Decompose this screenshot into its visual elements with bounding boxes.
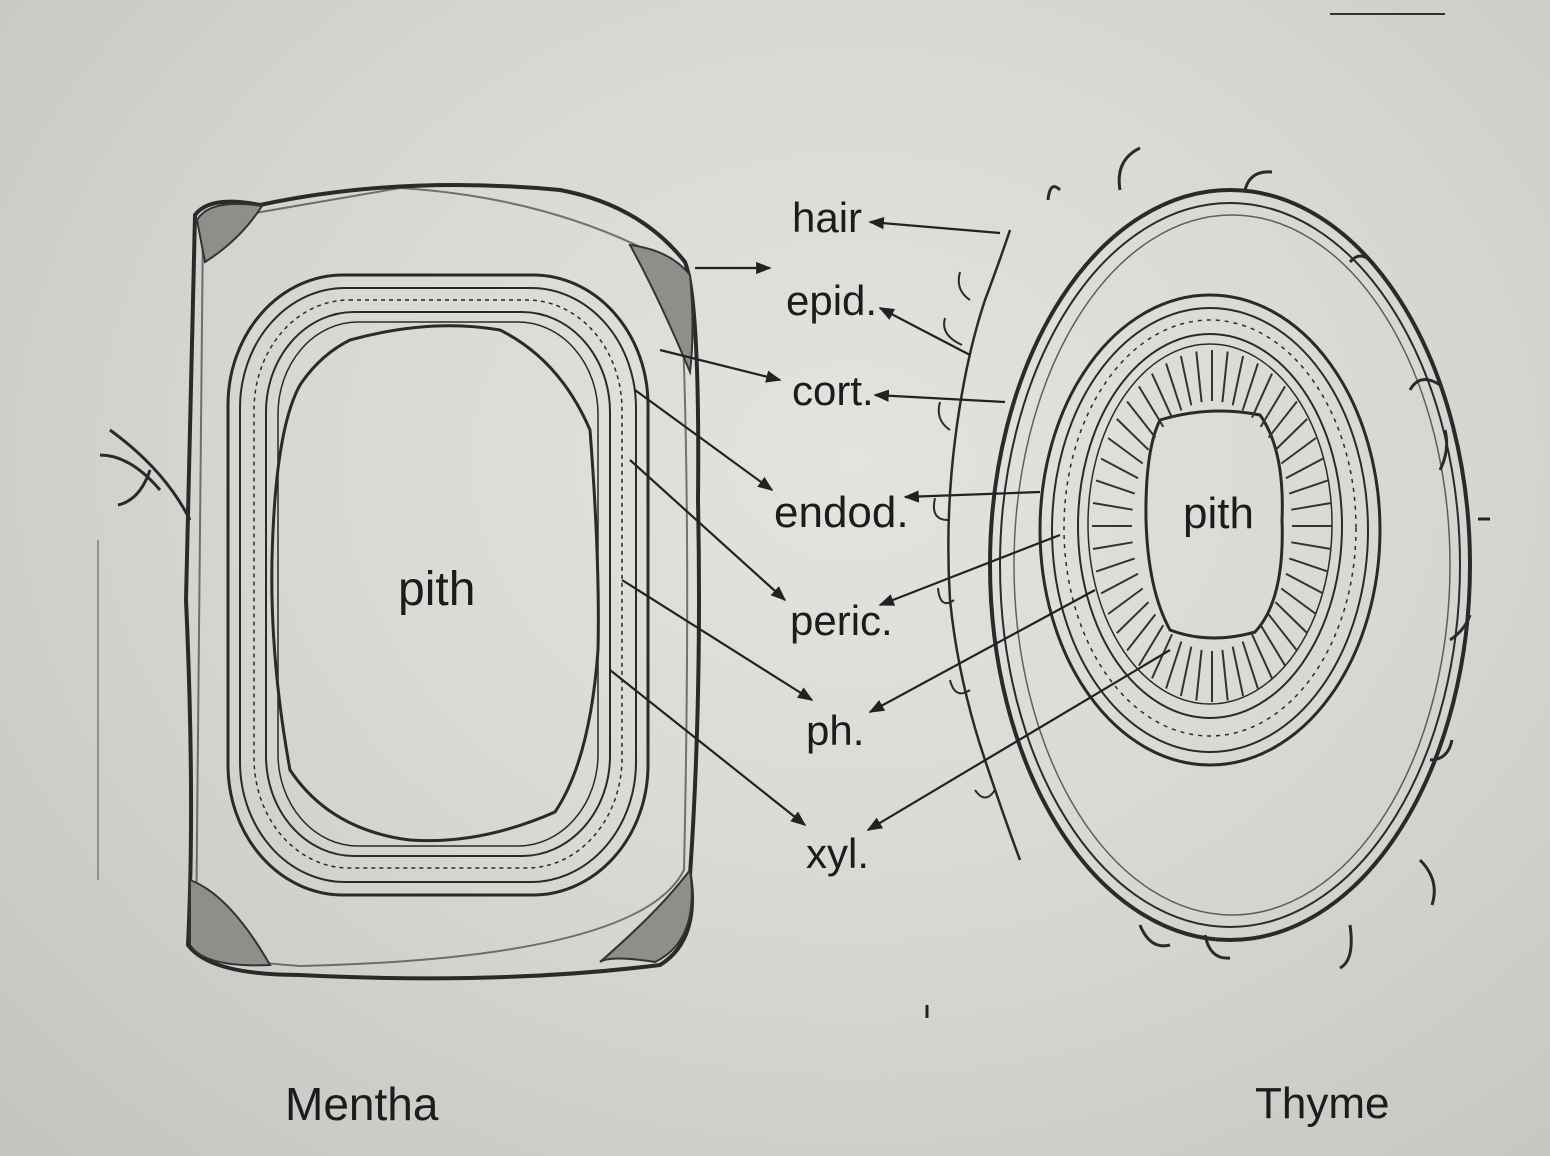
- xylem-ray: [1108, 438, 1143, 464]
- xylem-ray: [1243, 642, 1258, 689]
- xylem-ray: [1096, 558, 1135, 571]
- xylem-ray: [1222, 650, 1227, 701]
- caption-thyme: Thyme: [1255, 1079, 1389, 1128]
- xylem-ray: [1101, 574, 1138, 594]
- xylem-ray: [1108, 589, 1143, 615]
- mentha-cross-section: pith: [100, 185, 699, 978]
- label-endod: endod.: [774, 488, 909, 537]
- xylem-ray: [1286, 459, 1323, 479]
- xylem-ray: [1281, 589, 1316, 615]
- xylem-ray: [1096, 480, 1135, 493]
- xylem-ray: [1289, 558, 1328, 571]
- xylem-ray: [1291, 542, 1331, 549]
- thyme-hairs: [1048, 148, 1470, 968]
- xylem-ray: [1166, 363, 1181, 410]
- thyme-epidermis: [990, 190, 1470, 940]
- xylem-ray: [1252, 374, 1272, 418]
- xylem-ray: [1252, 634, 1272, 678]
- label-peric: peric.: [790, 597, 893, 644]
- label-xyl: xyl.: [806, 830, 869, 877]
- xylem-ray: [1152, 374, 1172, 418]
- xylem-ray: [1222, 352, 1227, 403]
- xylem-ray: [1196, 352, 1201, 403]
- xylem-ray: [1289, 480, 1328, 493]
- xylem-ray: [1196, 650, 1201, 701]
- xylem-ray: [1286, 574, 1323, 594]
- xylem-ray: [1093, 542, 1133, 549]
- mentha-hair: [100, 430, 190, 520]
- xylem-ray: [1152, 634, 1172, 678]
- label-hair: hair: [792, 194, 862, 241]
- label-epid: epid.: [786, 277, 877, 324]
- xylem-ray: [1233, 647, 1243, 696]
- part-labels: hair epid. cort. endod. peric. ph. xyl.: [774, 194, 909, 877]
- thyme-trichome: [948, 230, 1020, 860]
- xylem-ray: [1281, 438, 1316, 464]
- label-cort: cort.: [792, 367, 874, 414]
- thyme-cross-section: pith: [934, 148, 1470, 968]
- xylem-ray: [1243, 363, 1258, 410]
- label-ph: ph.: [806, 707, 864, 754]
- xylem-ray: [1181, 647, 1191, 696]
- xylem-ray: [1181, 356, 1191, 405]
- caption-mentha: Mentha: [285, 1078, 439, 1130]
- xylem-ray: [1101, 459, 1138, 479]
- xylem-ray: [1291, 503, 1331, 510]
- xylem-ray: [1093, 503, 1133, 510]
- xylem-ray: [1166, 642, 1181, 689]
- xylem-ray: [1233, 356, 1243, 405]
- thyme-pith-label: pith: [1183, 489, 1254, 538]
- mentha-pith-label: pith: [398, 563, 475, 616]
